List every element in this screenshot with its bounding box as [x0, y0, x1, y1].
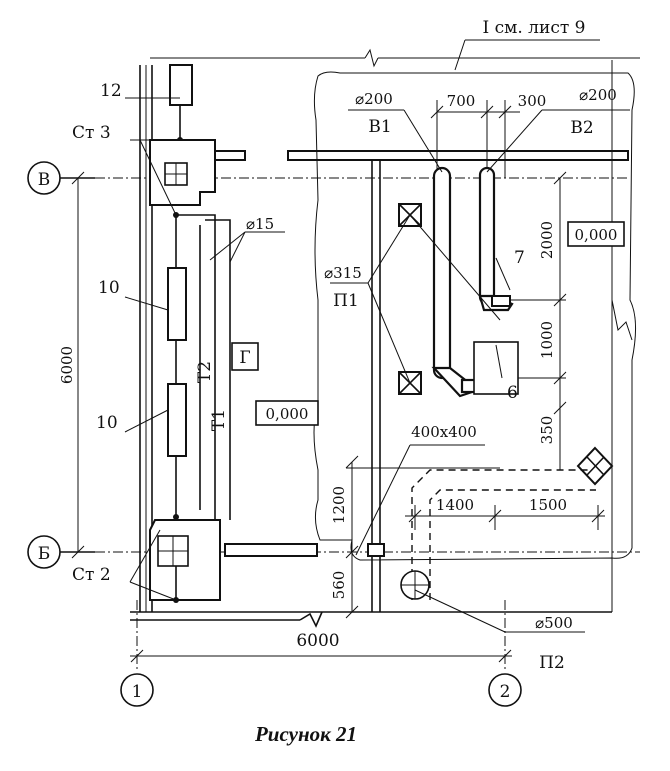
svg-text:Б: Б [38, 544, 51, 564]
axis-marker-b-top: В [27, 161, 95, 195]
duct-p1-label: П1 [333, 291, 359, 311]
svg-text:0,000: 0,000 [575, 226, 618, 244]
riser-st3 [149, 139, 216, 206]
grille-right-diamond [576, 446, 614, 486]
heater-10-upper [167, 267, 187, 341]
dimension-6000-horizontal: 6000 [130, 631, 512, 663]
elevation-right-box: 0,000 [567, 221, 625, 247]
supply-duct-p2-route [367, 469, 596, 600]
duct-p1-diameter-label: ⌀315 [324, 264, 362, 282]
duct-p2-diameter-label: ⌀500 [535, 614, 573, 632]
heater-10-lower [167, 383, 187, 457]
item-10-upper-label: 10 [98, 278, 120, 298]
figure-caption: Рисунок 21 [254, 722, 358, 746]
svg-text:300: 300 [518, 92, 547, 110]
svg-text:1000: 1000 [538, 321, 556, 359]
axis-marker-b-bottom: Б [27, 535, 95, 569]
item-12-label: 12 [100, 81, 122, 101]
svg-text:Г: Г [239, 348, 250, 368]
svg-text:6000: 6000 [296, 631, 339, 651]
duct-v2-diameter-label: ⌀200 [579, 86, 617, 104]
duct-v1-label: B1 [368, 117, 391, 137]
pipe-t1-label: T1 [209, 409, 229, 431]
exhaust-duct-b1 [431, 166, 486, 398]
equipment-6 [473, 295, 519, 395]
riser-st2 [149, 519, 318, 603]
riser-st3-label: Ст 3 [72, 123, 111, 143]
pipe-t2-label: T2 [195, 361, 215, 383]
elevation-left-box: 0,000 [255, 400, 319, 426]
axis-marker-1: 1 [120, 673, 154, 707]
pipe-diameter-15-label: ⌀15 [246, 215, 274, 233]
duct-v1-diameter-label: ⌀200 [355, 90, 393, 108]
dimension-1200-560: 1200 560 [330, 455, 500, 619]
room-label-box: Г [231, 342, 259, 371]
svg-text:1: 1 [132, 682, 143, 702]
leader-lines [124, 39, 630, 633]
duct-p2-label: П2 [539, 653, 565, 673]
grille-size-label: 400x400 [411, 423, 477, 441]
duct-v2-label: B2 [570, 118, 593, 138]
exhaust-duct-b2 [478, 166, 514, 312]
riser-12 [169, 64, 193, 143]
svg-text:1500: 1500 [529, 496, 567, 514]
svg-text:1200: 1200 [330, 486, 348, 524]
svg-text:2: 2 [500, 682, 511, 702]
dimension-chain-right: 2000 1000 350 [480, 171, 567, 470]
dimension-1400-1500: 1400 1500 [405, 496, 605, 530]
svg-text:0,000: 0,000 [266, 405, 309, 423]
item-7-label: 7 [514, 248, 525, 268]
detail-outline [313, 71, 636, 561]
svg-text:6000: 6000 [58, 346, 76, 384]
sheet-reference-label: I см. лист 9 [483, 18, 586, 38]
item-10-lower-label: 10 [96, 413, 118, 433]
dimension-700-300: 700 300 [430, 92, 547, 178]
dimension-6000-vertical: 6000 [58, 171, 85, 559]
svg-text:700: 700 [447, 92, 476, 110]
svg-text:В: В [38, 170, 51, 190]
svg-text:2000: 2000 [538, 221, 556, 259]
riser-st2-label: Ст 2 [72, 565, 111, 585]
svg-text:560: 560 [330, 571, 348, 600]
axis-marker-2: 2 [488, 673, 522, 707]
item-6-label: 6 [507, 383, 518, 403]
svg-text:1400: 1400 [436, 496, 474, 514]
svg-text:350: 350 [538, 416, 556, 445]
